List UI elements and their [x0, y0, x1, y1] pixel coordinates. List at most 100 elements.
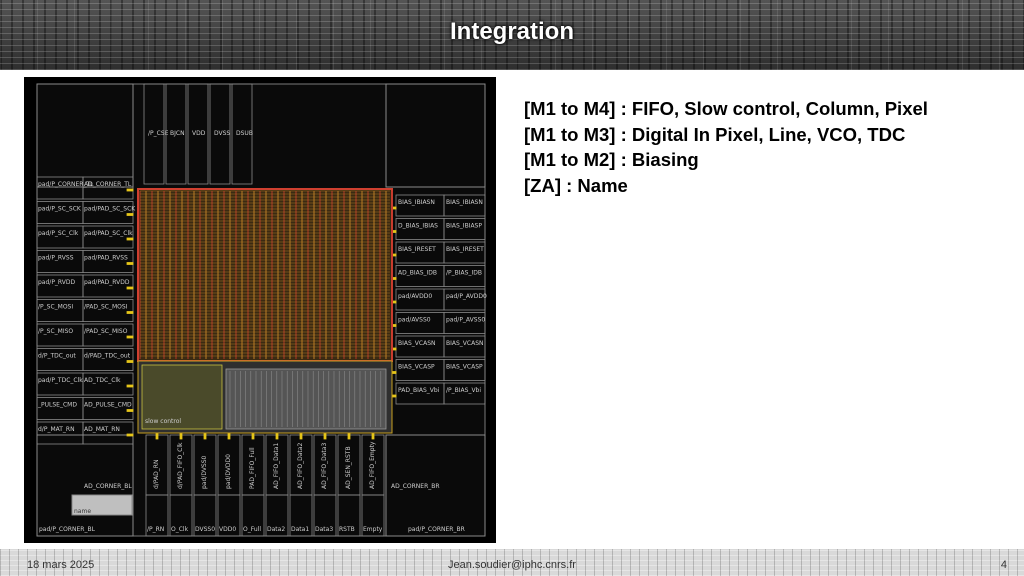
pad-bottom-outer: [337, 494, 361, 537]
pad-left-inner-label: /PAD_SC_MOSI: [84, 304, 128, 311]
note-line: [M1 to M3] : Digital In Pixel, Line, VCO…: [524, 123, 906, 145]
name-block-label: name: [74, 508, 91, 515]
corner-bl-label: AD_CORNER_BL: [84, 483, 132, 490]
pad-right-label: /P_BIAS_Vbi: [446, 387, 481, 394]
pad-bottom-outer-label: /P_RN: [147, 526, 164, 533]
pad-pin: [126, 360, 134, 363]
pad-top-label: DVSS: [214, 130, 230, 137]
pad-right-label: BIAS_VCASN: [446, 340, 484, 347]
pad-bottom-outer-label: O_Clk: [171, 526, 189, 533]
pad-pin: [126, 188, 134, 192]
pad-pin: [155, 432, 159, 440]
pad-right-inner-label: pad/AVSS0: [398, 317, 431, 324]
pad-left-label: d/P_MAT_RN: [38, 426, 75, 433]
pad-right-inner-label: BIAS_IBIASN: [398, 199, 435, 206]
pad-left-inner-label: AD_CORNER_TL: [84, 181, 132, 188]
pad-bottom-label: AD_FIFO_Data3: [321, 443, 328, 489]
pad-bottom-label: AD_FIFO_Data1: [273, 443, 280, 489]
header-banner: [0, 0, 1024, 70]
corner-bl: [36, 434, 134, 537]
pad-right-label: /P_BIAS_IDB: [446, 270, 482, 277]
pad-right: [443, 312, 486, 334]
pad-corner-br-label: pad/P_CORNER_BR: [408, 526, 465, 533]
pad-right-label: BIAS_IRESET: [446, 246, 484, 253]
pad-pin: [126, 384, 134, 388]
pad-right: [443, 335, 486, 358]
pad-left-inner-label: pad/PAD_SC_Clk: [84, 230, 133, 237]
pad-left-label: pad/P_RVDD: [38, 279, 75, 286]
pad-bottom-label: PAD_FIFO_Full: [249, 447, 256, 489]
pad-right: [443, 359, 486, 381]
pad-top-label: DSUB: [236, 130, 253, 137]
corner-br: [385, 434, 486, 537]
pad-left-inner: [82, 348, 134, 371]
pad-left-label: /P_SC_MISO: [38, 328, 73, 335]
pad-bottom-outer-label: O_Full: [243, 526, 261, 533]
pad-left-inner: [82, 299, 134, 322]
corner-tr: [385, 83, 486, 188]
pad-left-label: d/P_TDC_out: [38, 353, 76, 360]
pad-left-inner: [82, 201, 134, 224]
pad-right: [443, 382, 486, 405]
pad-right-label: pad/P_AVSS0: [446, 317, 485, 324]
pad-left-inner: [82, 274, 134, 298]
pixel-matrix-grid: [139, 190, 393, 359]
pad-pin: [126, 262, 134, 265]
pad-bottom-label: pad/DVSS0: [201, 455, 208, 489]
pad-left-inner: [82, 250, 134, 273]
pad-right-label: BIAS_IBIASP: [446, 223, 482, 230]
notes-block: [M1 to M4] : FIFO, Slow control, Column,…: [524, 96, 1004, 198]
pad-pin: [179, 432, 183, 440]
pad-bottom-outer-label: Data1: [291, 526, 309, 533]
pad-left-label: pad/P_SC_SCK: [38, 206, 82, 213]
pad-pin: [251, 432, 255, 440]
pad-right-label: BIAS_IBIASN: [446, 199, 483, 206]
pad-bottom-outer: [217, 494, 241, 537]
pad-top-label: VDD: [192, 130, 206, 137]
pad-bottom-label: AD_FIFO_Empty: [369, 441, 376, 489]
pad-right-inner-label: BIAS_IRESET: [398, 246, 436, 253]
pad-bottom-label: pad/DVDD0: [225, 454, 232, 489]
name-block: [71, 494, 133, 516]
pad-left-inner-label: AD_PULSE_CMD: [84, 402, 132, 409]
pad-bottom-outer-label: DVSS0: [195, 526, 215, 533]
pad-bottom-outer-label: Data2: [267, 526, 285, 533]
pad-left-inner: [82, 397, 134, 420]
slide-title: Integration: [450, 18, 574, 45]
pad-left-label: pad/P_RVSS: [38, 255, 74, 262]
footer-bar: 18 mars 2025 Jean.soudier@iphc.cnrs.fr 4: [0, 549, 1024, 576]
pad-left-inner: [82, 225, 134, 249]
pad-left-inner-label: /PAD_SC_MISO: [84, 328, 128, 335]
pad-pin: [126, 286, 134, 290]
pad-bottom-outer-label: Empty: [363, 526, 383, 533]
pad-bottom-label: d/PAD_RN: [153, 460, 160, 489]
corner-tl: [36, 83, 134, 188]
pad-bottom-outer-label: RSTB: [339, 526, 355, 533]
pad-top: [143, 83, 165, 185]
pad-bottom-outer: [289, 494, 313, 537]
periphery-lines: [229, 371, 382, 427]
pad-left-inner: [82, 323, 134, 347]
pad-bottom-outer: [145, 494, 169, 537]
pad-pin: [203, 432, 207, 440]
pad-right-label: pad/P_AVDD0: [446, 293, 487, 300]
pad-bottom-outer: [313, 494, 337, 537]
pad-right-inner-label: pad/AVDD0: [398, 293, 432, 300]
pad-pin: [227, 432, 231, 440]
pad-left-inner-label: pad/PAD_RVSS: [84, 255, 128, 262]
pad-right: [443, 218, 486, 240]
pad-left-inner-label: pad/PAD_RVDD: [84, 279, 130, 286]
pad-left-label: pad/P_TDC_Clk: [38, 377, 83, 384]
pad-right: [443, 241, 486, 264]
note-line: [M1 to M2] : Biasing: [524, 149, 699, 170]
pad-bottom-outer-label: Data3: [315, 526, 333, 533]
slow-control-block: [141, 364, 223, 430]
pad-bottom-outer: [193, 494, 217, 537]
pad-right-inner-label: BIAS_VCASP: [398, 364, 435, 371]
pad-right-inner-label: D_BIAS_IBIAS: [398, 223, 438, 230]
pad-bottom-outer: [241, 494, 265, 537]
pad-pin: [126, 213, 134, 216]
pad-bottom-label: AD_SEN_RSTB: [345, 446, 352, 489]
pad-top: [231, 83, 253, 185]
